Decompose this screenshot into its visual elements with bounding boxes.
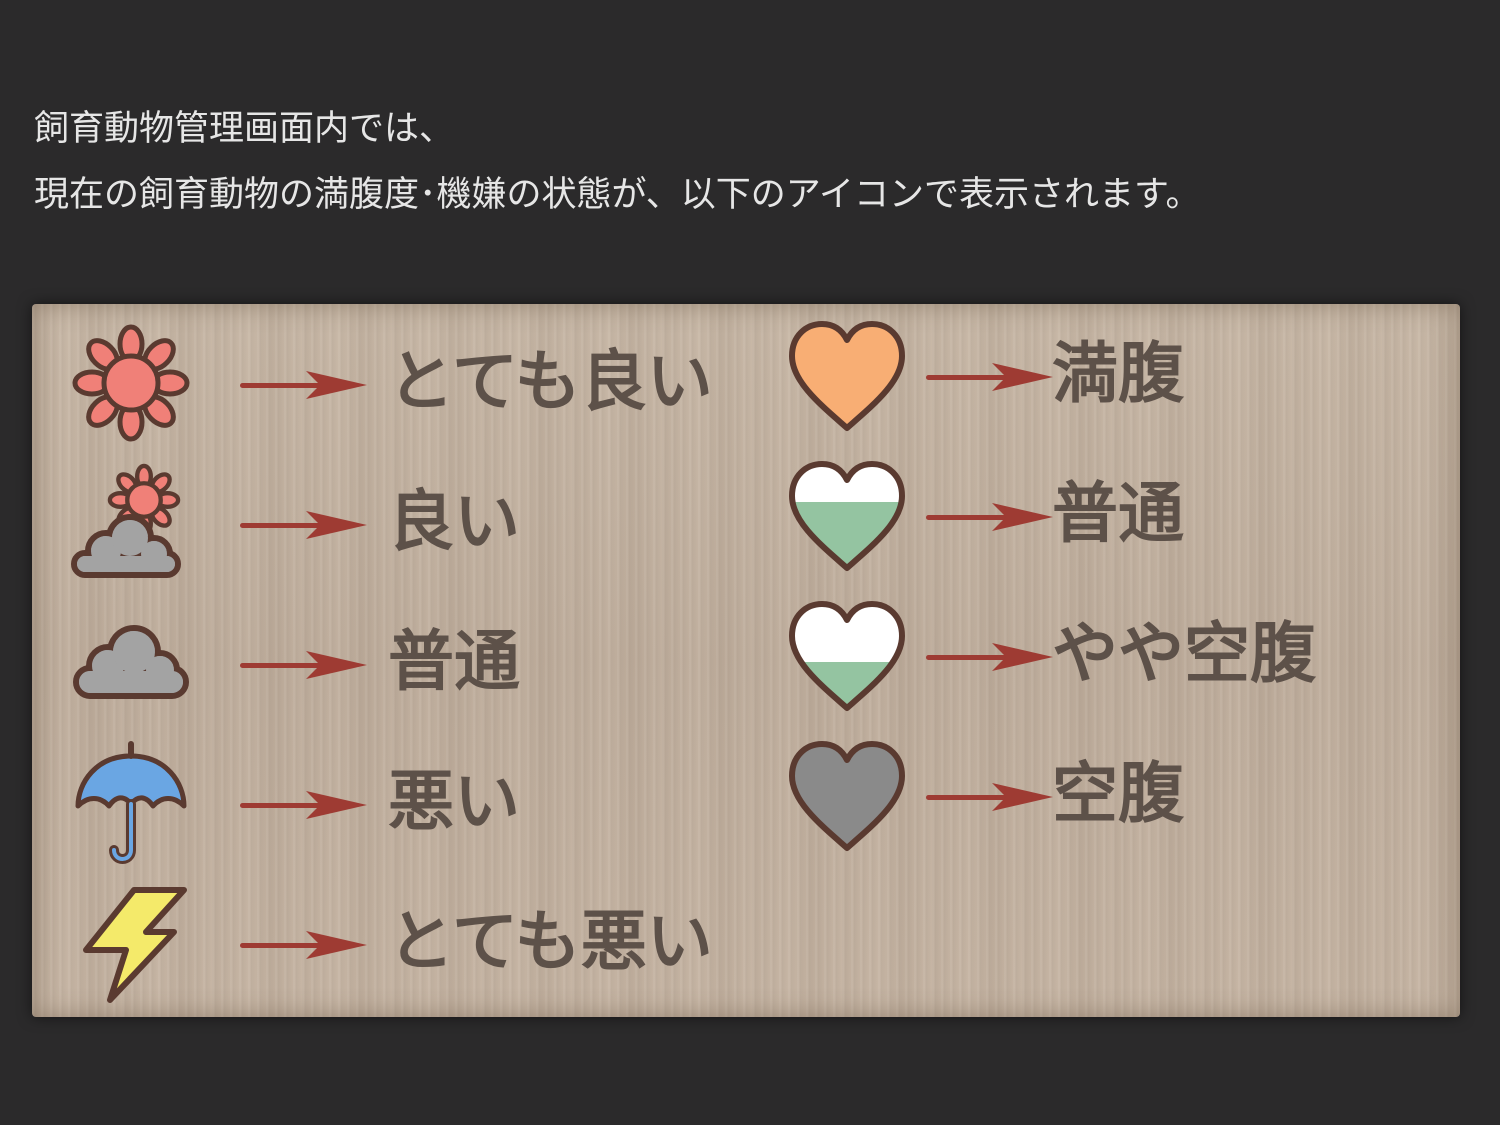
- hunger-row-full: 満腹: [782, 310, 1402, 440]
- arrow-icon: [926, 783, 1053, 811]
- hunger-row-hungry: 空腹: [782, 730, 1402, 860]
- intro-line-2: 現在の飼育動物の満腹度･機嫌の状態が、以下のアイコンで表示されます。: [34, 175, 1201, 215]
- mood-row-very-good: とても良い: [66, 318, 713, 448]
- lightning-icon: [83, 887, 187, 1003]
- mood-label-normal: 普通: [388, 623, 520, 700]
- empty-heart-icon: [789, 741, 905, 851]
- low-heart-icon: [789, 601, 905, 711]
- mood-row-very-bad: とても悪い: [66, 878, 713, 1008]
- hunger-label-hungry: 空腹: [1052, 755, 1184, 832]
- arrow-icon: [240, 511, 367, 539]
- arrow-icon: [240, 931, 367, 959]
- hunger-label-slightly-hungry: やや空腹: [1052, 615, 1316, 692]
- umbrella-icon: [75, 741, 187, 864]
- cloud-icon: [73, 625, 189, 699]
- arrow-icon: [926, 363, 1053, 391]
- mood-label-very-bad: とても悪い: [388, 903, 713, 980]
- sun-behind-cloud-icon: [71, 463, 181, 578]
- full-heart-icon: [789, 321, 905, 431]
- mood-row-bad: 悪い: [66, 738, 706, 868]
- arrow-icon: [926, 503, 1053, 531]
- hunger-row-normal: 普通: [782, 450, 1402, 580]
- arrow-icon: [240, 651, 367, 679]
- intro-line-1: 飼育動物管理画面内では、: [34, 109, 455, 149]
- hunger-label-normal: 普通: [1052, 475, 1184, 552]
- mood-label-very-good: とても良い: [388, 343, 713, 420]
- half-heart-icon: [789, 461, 905, 571]
- legend-board: とても良い: [32, 304, 1460, 1017]
- intro-text: 飼育動物管理画面内では、 現在の飼育動物の満腹度･機嫌の状態が、以下のアイコンで…: [34, 96, 1434, 228]
- mood-label-bad: 悪い: [388, 763, 520, 840]
- sun-icon: [72, 324, 190, 442]
- arrow-icon: [240, 371, 367, 399]
- mood-label-good: 良い: [388, 483, 520, 560]
- arrow-icon: [240, 791, 367, 819]
- mood-row-normal: 普通: [66, 598, 706, 728]
- mood-row-good: 良い: [66, 458, 706, 588]
- arrow-icon: [926, 643, 1053, 671]
- hunger-row-slightly-hungry: やや空腹: [782, 590, 1402, 720]
- hunger-label-full: 満腹: [1052, 335, 1184, 412]
